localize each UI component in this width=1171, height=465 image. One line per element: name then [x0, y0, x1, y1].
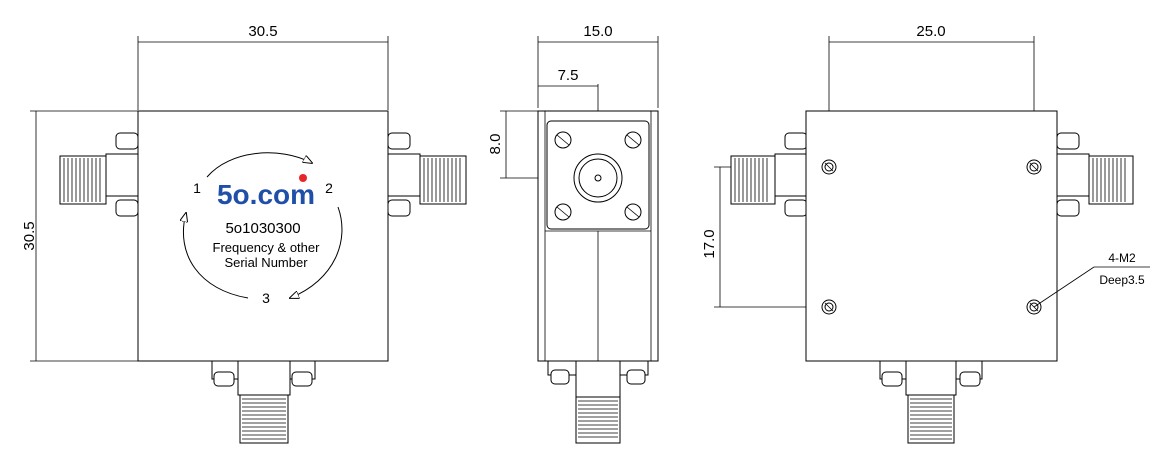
back-left-connector — [730, 132, 808, 217]
side-bottom-thread — [578, 400, 618, 438]
arrow-2-to-3 — [290, 206, 343, 298]
hole-spec-label: 4-M2 — [1108, 251, 1136, 265]
back-view: 25.0 17.0 — [701, 23, 1150, 444]
back-body — [805, 110, 1058, 362]
front-height-label: 30.5 — [21, 221, 38, 250]
mounting-hole-top-left — [821, 159, 837, 175]
left-connector — [59, 132, 139, 217]
logo-red-dot — [299, 174, 307, 182]
mounting-hole-top-right — [1026, 159, 1042, 175]
front-height-dimension: 30.5 — [21, 110, 138, 362]
back-width-dimension: 25.0 — [828, 23, 1035, 160]
side-height-label: 8.0 — [487, 134, 504, 155]
arrow-3-to-1 — [183, 213, 249, 299]
side-width-dimension: 15.0 — [537, 23, 659, 108]
right-connector-thread — [423, 158, 461, 202]
port-1-label: 1 — [193, 180, 201, 196]
bottom-connector — [211, 360, 316, 444]
side-bottom-connector — [547, 360, 649, 444]
front-view: 30.5 30.5 — [21, 23, 467, 444]
hole-depth-label: Deep3.5 — [1099, 273, 1145, 287]
frequency-note: Frequency & other — [213, 240, 321, 255]
side-connector-flange — [546, 120, 650, 230]
back-left-thread — [734, 158, 768, 202]
front-width-label: 30.5 — [248, 23, 277, 40]
arrow-1-to-2 — [206, 152, 312, 178]
side-offset-label: 7.5 — [558, 67, 579, 84]
side-offset-dimension: 7.5 — [538, 67, 599, 115]
hole-callout: 4-M2 Deep3.5 — [1033, 251, 1150, 308]
back-height-label: 17.0 — [701, 229, 718, 258]
back-bottom-thread — [910, 398, 952, 440]
model-number: 5o1030300 — [225, 220, 300, 237]
circulation-arrows — [183, 152, 343, 299]
port-2-label: 2 — [325, 180, 333, 196]
back-right-connector — [1056, 132, 1134, 217]
back-width-label: 25.0 — [916, 23, 945, 40]
side-width-label: 15.0 — [583, 23, 612, 40]
left-connector-thread — [63, 158, 101, 202]
back-bottom-connector — [879, 360, 983, 444]
side-view: 15.0 7.5 8.0 — [487, 23, 659, 444]
bottom-connector-thread — [242, 398, 286, 440]
serial-note: Serial Number — [224, 255, 308, 270]
port-3-label: 3 — [262, 290, 270, 306]
company-logo: 5o.com — [217, 179, 315, 210]
front-width-dimension: 30.5 — [137, 23, 389, 110]
back-right-thread — [1092, 158, 1126, 202]
mounting-hole-bottom-left — [821, 299, 837, 315]
right-connector — [387, 132, 467, 217]
